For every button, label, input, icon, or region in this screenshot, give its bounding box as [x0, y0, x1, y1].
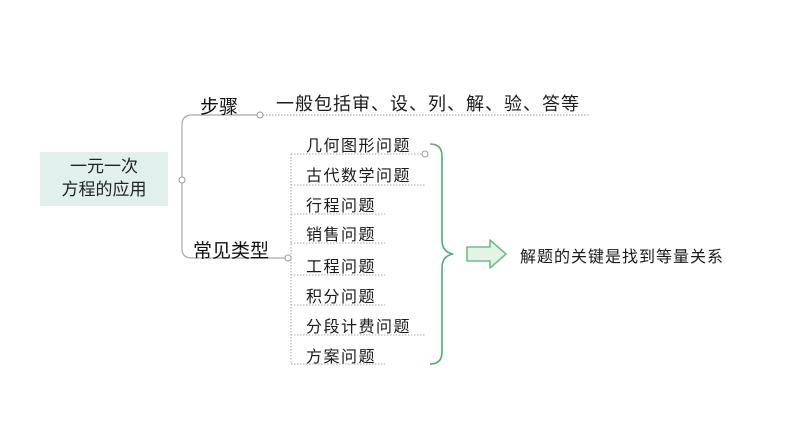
hollow-right-arrow-icon	[466, 239, 507, 269]
branch-label-steps: 步骤	[200, 96, 239, 118]
type-item-sales: 销售问题	[306, 225, 377, 244]
right-curly-brace	[429, 143, 454, 365]
type-item-tiered-billing: 分段计费问题	[306, 317, 412, 336]
conclusion-text: 解题的关键是找到等量关系	[520, 247, 725, 266]
type-item-underlines	[291, 153, 425, 365]
type-item-travel: 行程问题	[306, 196, 377, 215]
type-item-geometry: 几何图形问题	[306, 136, 412, 155]
root-connector-dot	[178, 176, 186, 184]
type-item-ancient-math: 古代数学问题	[306, 166, 412, 185]
steps-connector-dot	[256, 111, 264, 119]
root-node: 一元一次 方程的应用	[40, 152, 168, 206]
types-connector-dot	[284, 254, 292, 262]
type-item-engineering: 工程问题	[306, 257, 377, 276]
root-title-line1: 一元一次	[70, 157, 138, 177]
type-item-points: 积分问题	[306, 287, 377, 306]
steps-content: 一般包括审、设、列、解、验、答等	[276, 94, 580, 115]
branch-line-steps	[181, 114, 260, 177]
branch-label-types: 常见类型	[193, 240, 270, 262]
branch-line-types	[181, 183, 288, 259]
root-title-line2: 方程的应用	[61, 180, 147, 200]
type-item-plan: 方案问题	[306, 347, 377, 366]
type-item-dots	[421, 150, 429, 158]
